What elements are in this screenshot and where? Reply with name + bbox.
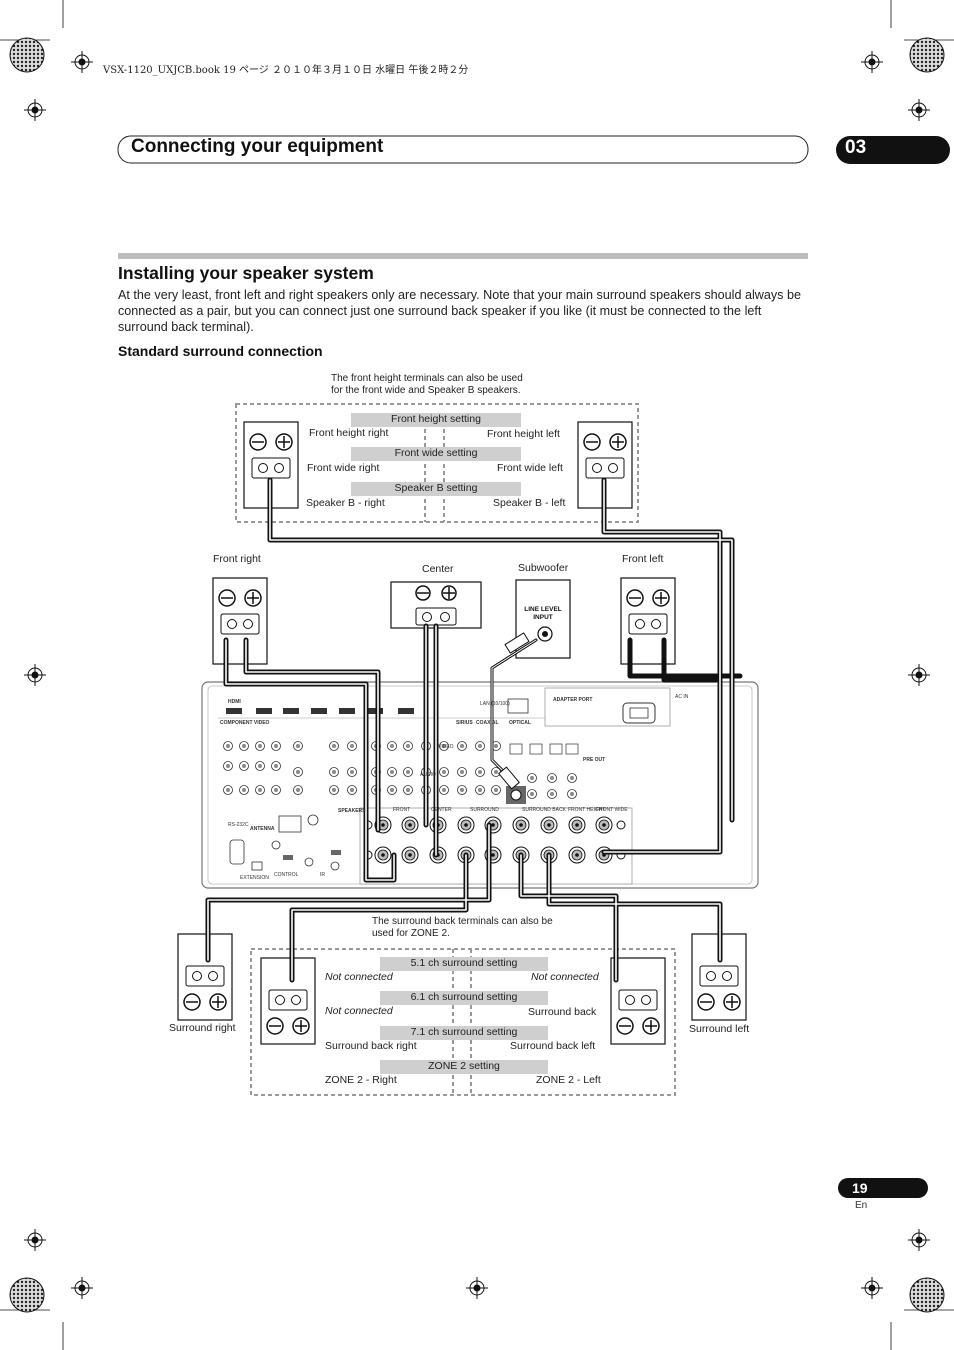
setting-front-height: Front height setting [391,413,481,425]
setting-bars [351,413,548,1074]
registration-circle-tl [9,37,45,73]
section-rule [118,253,808,259]
registration-mark [23,1228,47,1252]
setting-speaker-b: Speaker B setting [394,482,478,494]
label-surround-back: Surround back [528,1006,597,1018]
receiver-label-component: COMPONENT VIDEO [220,720,270,726]
receiver-label-adapter: ADAPTER PORT [553,697,593,703]
registration-mark [23,663,47,687]
header-bar [117,135,809,164]
label-front-wide-left: Front wide left [497,462,563,474]
label-speaker-b-left: Speaker B - left [493,497,566,509]
receiver-label-video: VIDEO [438,744,454,750]
label-front-wide-right: Front wide right [307,462,380,474]
receiver-rear-panel [201,681,759,889]
label-surround-left: Surround left [689,1023,750,1035]
receiver-label-coaxial: COAXIAL [476,720,499,726]
registration-circle-tr [909,37,945,73]
bottom-note: The surround back terminals can also be … [372,916,553,939]
receiver-label-front-wide: FRONT WIDE [596,807,628,813]
registration-mark [70,50,94,74]
registration-mark [23,98,47,122]
top-note: The front height terminals can also be u… [331,373,523,396]
page-number: 19 [852,1180,868,1196]
page-number-pill [838,1178,928,1198]
registration-mark [907,98,931,122]
label-front-left: Front left [622,553,664,565]
crop-header: VSX-1120_UXJCB.book 19 ページ ２０１０年３月１０日 水曜… [103,65,469,76]
intro-paragraph: At the very least, front left and right … [118,288,801,334]
setting-zone2: ZONE 2 setting [428,1060,500,1072]
receiver-label-acin: AC IN [675,694,689,700]
label-zone2-right: ZONE 2 - Right [325,1074,397,1086]
registration-mark [860,50,884,74]
speaker-surround-right [177,933,233,1021]
registration-circle-br [909,1277,945,1313]
label-surround-back-left: Surround back left [510,1040,596,1052]
label-front-height-left: Front height left [487,428,560,440]
chapter-number: 03 [845,137,867,158]
speaker-cables [205,477,743,983]
speaker-surround-back-left [610,957,666,1045]
speaker-front-right [212,577,268,665]
registration-mark [465,1276,489,1300]
label-subwoofer: Subwoofer [518,562,569,574]
receiver-label-surround: SURROUND [470,807,499,813]
receiver-label-ir: IR [320,872,325,878]
receiver-label-center: CENTER [431,807,452,813]
label-5-1-left: Not connected [325,971,393,983]
section-heading: Installing your speaker system [118,263,374,283]
label-center: Center [422,563,454,575]
receiver-label-hdmi: HDMI [228,699,241,705]
subwoofer-input-label: LINE LEVEL INPUT [524,606,562,621]
receiver-label-preout: PRE OUT [583,757,606,763]
label-zone2-left: ZONE 2 - Left [536,1074,601,1086]
speaker-subwoofer [515,579,571,659]
registration-mark [860,1276,884,1300]
setting-5-1: 5.1 ch surround setting [410,957,518,969]
receiver-label-surround-back: SURROUND BACK [522,807,566,813]
receiver-label-extension: EXTENSION [240,875,269,881]
registration-mark [70,1276,94,1300]
receiver-label-audio: AUDIO [420,772,436,778]
label-front-right: Front right [213,553,261,565]
page-language: En [855,1200,868,1211]
receiver-label-control: CONTROL [274,872,299,878]
chapter-pill [836,136,950,164]
receiver-label-rs232c: RS-232C [228,822,249,828]
label-surround-back-right: Surround back right [325,1040,417,1052]
speaker-center [390,581,482,629]
receiver-label-speakers: SPEAKERS [338,808,366,814]
speaker-surround-back-right [260,957,316,1045]
label-6-1-left: Not connected [325,1005,393,1017]
setting-7-1: 7.1 ch surround setting [410,1026,518,1038]
page-header-title: Connecting your equipment [131,136,384,157]
subheading: Standard surround connection [118,343,323,359]
receiver-label-front-height: FRONT HEIGHT [568,807,606,813]
label-speaker-b-right: Speaker B - right [306,497,385,509]
label-front-height-right: Front height right [309,427,389,439]
receiver-label-front: FRONT [393,807,411,813]
setting-6-1: 6.1 ch surround setting [410,991,518,1003]
registration-mark [907,663,931,687]
label-surround-right: Surround right [169,1022,236,1034]
registration-mark [907,1228,931,1252]
receiver-label-optical: OPTICAL [509,720,531,726]
receiver-label-lan: LAN (10/100) [480,701,510,707]
receiver-label-sirius: SIRIUS [456,720,473,726]
setting-front-wide: Front wide setting [394,447,478,459]
label-5-1-right: Not connected [531,971,599,983]
registration-circle-bl [9,1277,45,1313]
receiver-label-antenna: ANTENNA [250,826,275,832]
